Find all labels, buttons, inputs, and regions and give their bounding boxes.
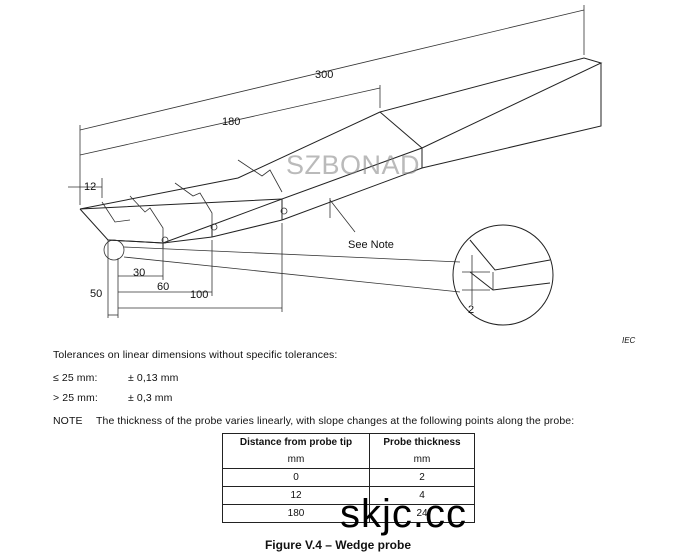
wedge-probe-drawing: 300 180 12 30 60 100 50 2 See Note: [68, 5, 603, 326]
figure-caption: Figure V.4 – Wedge probe: [264, 538, 412, 552]
dim-30-label: 30: [133, 267, 145, 279]
table-row: 12 4: [222, 486, 475, 505]
tolerance-range-2: > 25 mm:: [53, 392, 98, 404]
table-header-distance: Distance from probe tip: [222, 433, 370, 451]
tolerance-value-1: ± 0,13 mm: [128, 372, 179, 384]
tolerance-range-1: ≤ 25 mm:: [53, 372, 98, 384]
table-units-row: mm mm: [222, 451, 475, 469]
table-header-row: Distance from probe tip Probe thickness: [222, 433, 475, 451]
dim-180-label: 180: [222, 116, 240, 128]
dim-100-label: 100: [190, 289, 208, 301]
note-line: NOTE The thickness of the probe varies li…: [53, 415, 574, 427]
iec-mark: IEC: [622, 336, 636, 345]
note-label: NOTE: [53, 415, 83, 427]
tolerances-title: Tolerances on linear dimensions without …: [53, 349, 338, 361]
dimension-lines: [68, 5, 585, 318]
table-cell: 0: [222, 468, 370, 487]
probe-outline: [79, 57, 603, 261]
table-header-thickness: Probe thickness: [369, 433, 475, 451]
watermark-bottom: skjc.cc: [340, 492, 467, 536]
table-cell: 24: [369, 504, 475, 523]
table-row: 0 2: [222, 468, 475, 487]
table-row: 180 24: [222, 504, 475, 523]
note-text: The thickness of the probe varies linear…: [96, 415, 575, 427]
dim-12-label: 12: [84, 181, 96, 193]
dim-50-label: 50: [90, 288, 102, 300]
table-cell: 2: [369, 468, 475, 487]
see-note-label: See Note: [348, 239, 394, 251]
watermark-top: SZBONAD: [286, 150, 421, 180]
table-cell: 180: [222, 504, 370, 523]
table-unit-distance: mm: [222, 451, 370, 469]
dim-60-label: 60: [157, 281, 169, 293]
table-unit-thickness: mm: [369, 451, 475, 469]
detail-view: [452, 224, 554, 326]
dim-300-label: 300: [315, 69, 333, 81]
tolerance-value-2: ± 0,3 mm: [128, 392, 173, 404]
thickness-table: Distance from probe tip Probe thickness …: [222, 433, 475, 523]
dim-2-label: 2: [468, 304, 474, 316]
